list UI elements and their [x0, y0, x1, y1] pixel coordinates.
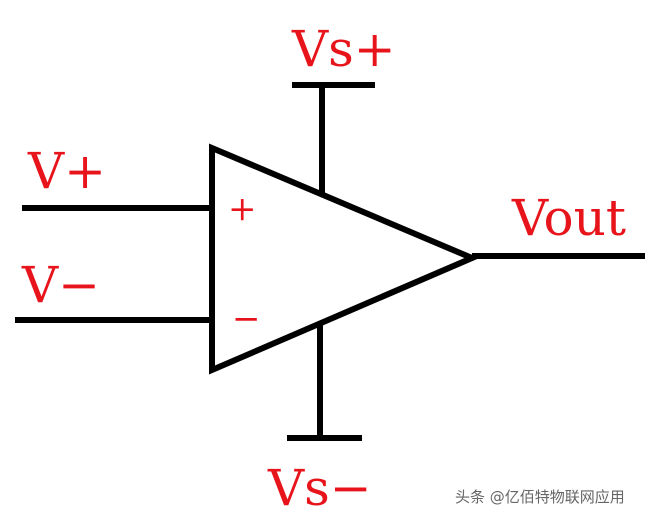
supply-negative-label: Vs− [267, 459, 372, 517]
input-positive-label: V+ [27, 142, 106, 200]
plus-sign: + [228, 189, 257, 229]
output-label: Vout [511, 189, 626, 247]
watermark: 头条 @亿佰特物联网应用 [455, 488, 625, 506]
supply-positive-label: Vs+ [291, 20, 396, 78]
op-amp-triangle [209, 143, 480, 375]
minus-sign: − [232, 299, 261, 339]
input-negative-label: V− [21, 256, 100, 314]
